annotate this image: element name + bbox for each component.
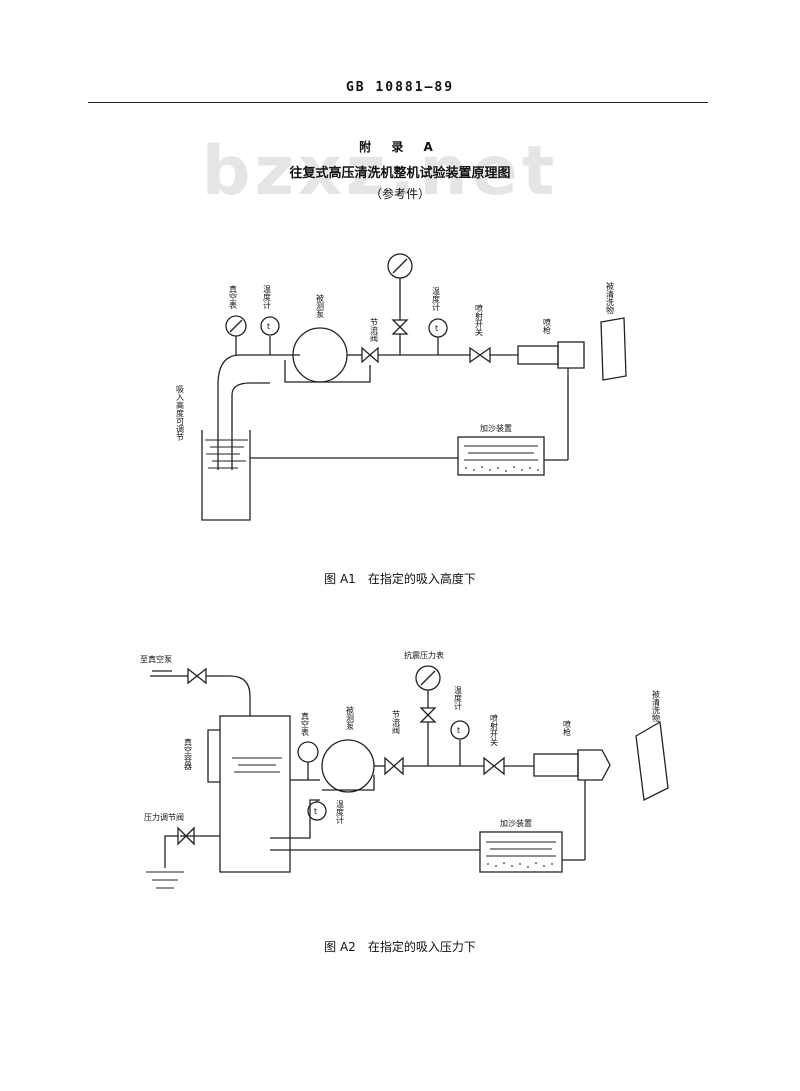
a1-label-t: t [267,322,270,331]
figure-a2-caption: 图 A2 在指定的吸入压力下 [324,940,476,954]
figure-a1: 真空表 温度计 被测泵 节流阀 温度计 喷射开关 喷枪 被清洗物 吸入高度可调节… [176,253,627,521]
a1-label-suction-height: 吸入高度可调节 [176,385,185,442]
a2-throttle-valve [384,756,404,776]
a2-label-pump: 被测泵 [346,705,355,730]
a1-spray-switch [469,346,491,364]
appendix-heading: 附 录 A [359,140,441,154]
a1-label-thermometer: 温度计 [263,285,272,310]
a2-sand-device [479,831,563,873]
page-title: 往复式高压清洗机整机试验装置原理图 [289,166,511,181]
a2-label-shockproof-gauge: 抗震压力表 [404,650,444,660]
a2-label-t2: t [314,807,317,816]
reference-note: （参考件） [369,187,430,201]
a1-label-thermometer-2: 温度计 [432,287,441,312]
a1-pump [292,327,348,383]
a2-label-t: t [457,726,460,735]
a2-spray-gun [533,753,579,777]
a1-thermometer-2 [428,318,448,338]
a2-label-vacuum-gauge: 真空表 [301,711,310,737]
header-rule [88,102,708,103]
a2-gauge-valve [419,707,437,723]
a2-vacuum-gauge [297,741,319,763]
a1-label-vacuum-gauge: 真空表 [229,284,238,310]
a2-label-thermometer-lower: 温度计 [336,800,345,825]
figure-a1-caption: 图 A1 在指定的吸入高度下 [324,572,476,586]
a1-gauge-valve [391,319,409,335]
a2-label-pressure-valve: 压力调节阀 [144,812,184,822]
a2-shockproof-gauge [415,665,441,691]
a2-thermometer-lower [307,801,327,821]
a2-label-thermometer: 温度计 [454,686,463,711]
a2-label-spray-switch: 喷射开关 [490,713,499,747]
a1-object-cleaned [600,317,627,381]
a1-suction-pipe [217,354,300,470]
standard-number-header: GB 10881—89 [345,80,455,95]
a2-label-object: 被清洗物 [652,689,661,723]
a1-water-surface [205,439,248,469]
a1-throttle-valve [361,346,379,364]
a2-object-cleaned [635,720,669,801]
figure-a2: 至真空泵 真空表 被测泵 抗震压力表 温度计 喷射开关 喷枪 被清洗物 真空容器… [140,650,669,889]
a2-sand-dots [487,862,553,868]
a1-water-tank [201,430,251,521]
a1-label-spray-switch: 喷射开关 [475,303,484,337]
a2-spray-switch [483,756,505,776]
a2-ground-symbol [146,871,184,889]
a1-label-t2: t [435,324,438,333]
a1-label-sand-device: 加沙装置 [480,423,512,433]
a2-vacuum-container [219,715,291,873]
a2-pump [321,739,375,793]
a1-vacuum-gauge [225,315,247,337]
a2-label-vacuum-container: 真空容器 [184,737,193,771]
a1-thermometer [260,316,280,336]
a2-vacuum-valve [187,667,207,685]
a1-sand-dots [465,466,539,472]
a2-label-sand-device: 加沙装置 [500,818,532,828]
a1-label-spray-gun: 喷枪 [543,317,552,335]
a2-label-spray-gun: 喷枪 [563,719,572,737]
a1-suction-pipe-inner [231,382,270,470]
a1-sand-device [457,436,545,476]
a1-label-object: 被清洗物 [606,281,615,315]
a2-thermometer [450,720,470,740]
a2-pressure-valve [177,826,195,846]
a1-label-throttle: 节流阀 [370,318,379,343]
a1-spray-gun [517,345,559,365]
a2-label-to-vacuum-pump: 至真空泵 [140,654,172,664]
a2-water-surface [232,757,282,773]
a1-pressure-gauge [387,253,413,279]
a1-label-pump: 被测泵 [316,293,325,318]
a2-label-throttle: 节流阀 [392,710,401,735]
